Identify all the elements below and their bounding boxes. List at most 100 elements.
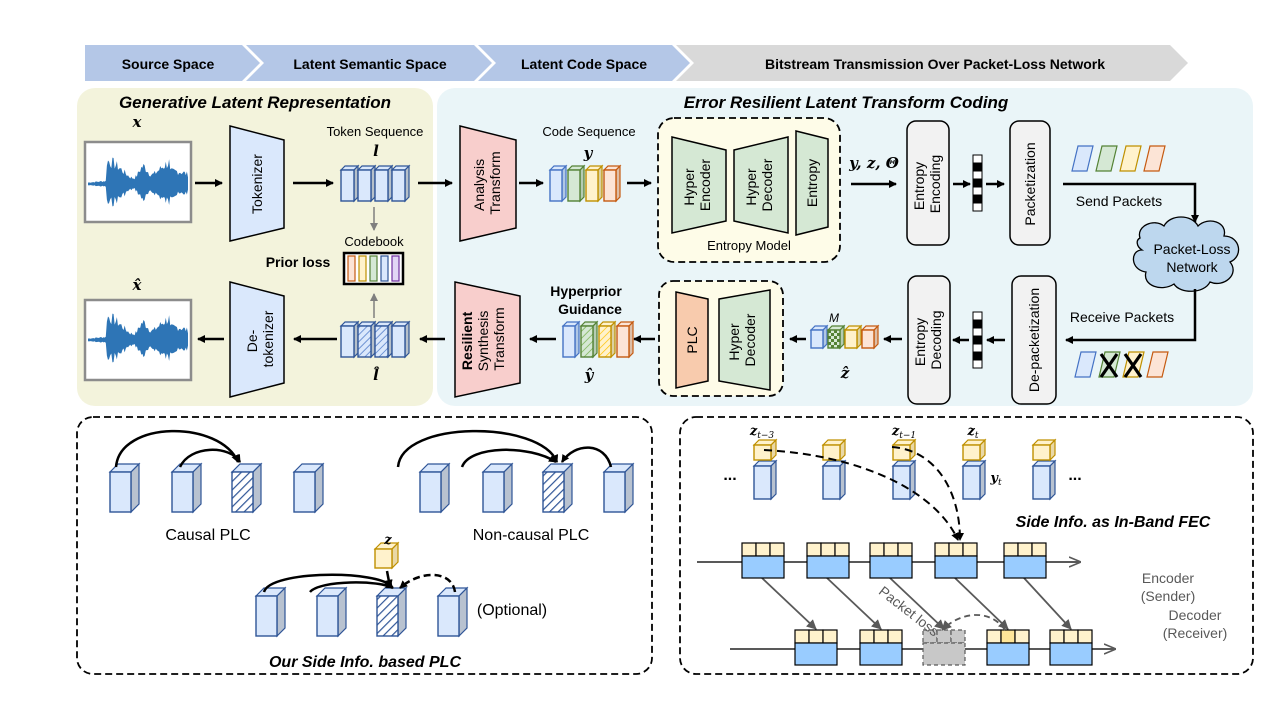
- latent-frame-z: [752, 438, 778, 462]
- packet: [869, 542, 913, 579]
- z-t-base: z: [966, 424, 975, 439]
- side-info-z-label: z: [383, 533, 392, 548]
- latent-frame-y: [1031, 459, 1057, 501]
- entropy-encoding-line1: Entropy: [911, 162, 927, 210]
- codebook-label: Codebook: [344, 234, 404, 249]
- transmission-arrow: [954, 577, 1009, 630]
- side-info-plc-title: Our Side Info. based PLC: [269, 654, 461, 671]
- hyper-decoder-bottom-line2: Decoder: [742, 313, 758, 366]
- receiver-label: (Receiver): [1163, 625, 1228, 641]
- z-t3-label: zt−3: [749, 424, 775, 441]
- prior-loss-label: Prior loss: [266, 254, 331, 270]
- entropy-decoding-block: [907, 275, 951, 405]
- token-cube: [356, 164, 377, 203]
- sender-label: (Sender): [1141, 588, 1195, 604]
- plc-cube: [108, 462, 141, 514]
- bit-cell: [972, 359, 983, 369]
- synthesis-line1: Synthesis: [475, 311, 491, 372]
- received-packets: [1074, 351, 1169, 378]
- plc-cube: [315, 586, 348, 638]
- stage-source-space: [85, 45, 260, 81]
- receive-packets-line: [1065, 289, 1197, 344]
- bit-cell: [972, 327, 983, 337]
- detokenizer-label: De- tokenizer: [244, 310, 276, 367]
- packet: [741, 542, 785, 579]
- bit-cell: [972, 335, 983, 345]
- bit-cell: [972, 154, 983, 164]
- bit-cell: [972, 202, 983, 212]
- token-cube: [339, 164, 360, 203]
- decoder-label: Decoder: [1169, 607, 1222, 623]
- token-cube: [339, 320, 360, 359]
- transmission-arrow: [1023, 577, 1072, 630]
- x-label: x: [132, 113, 143, 131]
- tokenizer-block: [229, 125, 285, 242]
- packetization-label: Packetization: [1022, 142, 1038, 225]
- latent-frame-z: [961, 438, 987, 462]
- sideinfo-arc-short: [309, 580, 394, 593]
- code-sequence-label: Code Sequence: [542, 124, 635, 139]
- token-sequence-label: Token Sequence: [327, 124, 424, 139]
- y-hat-cube: [615, 320, 635, 359]
- causal-arc-short: [178, 448, 242, 468]
- yz-theta-label: y, z, Θ: [848, 154, 899, 172]
- z-t1-base: z: [891, 424, 900, 439]
- l-label: l: [373, 142, 379, 160]
- tokenizer-label: Tokenizer: [249, 154, 265, 214]
- z-hat-cube-masked: [826, 324, 846, 350]
- fec-title: Side Info. as In-Band FEC: [1016, 514, 1211, 531]
- bit-cell: [972, 162, 983, 172]
- ellipsis-left: ...: [723, 467, 736, 484]
- z-hat-label: ẑ: [840, 364, 850, 382]
- y-hat-cube: [561, 320, 581, 359]
- hyper-decoder-label-top: Hyper Decoder: [743, 158, 775, 211]
- packet: [934, 542, 978, 579]
- plc-block: [675, 291, 709, 389]
- synthesis-transform-label: Resilient Synthesis Transform: [459, 307, 507, 372]
- network-line1: Packet-Loss: [1153, 241, 1230, 257]
- hyper-decoder-bottom-line1: Hyper: [726, 323, 742, 361]
- sideinfo-arc-optional: [399, 573, 457, 593]
- plc-cube: [602, 462, 635, 514]
- stage-banner: Source Space Latent Semantic Space Laten…: [85, 45, 1188, 81]
- packet: [794, 629, 838, 666]
- lost-packet: [922, 629, 966, 666]
- optional-label: (Optional): [477, 602, 547, 619]
- token-cube: [373, 164, 394, 203]
- z-t1-sub: t−1: [899, 431, 916, 441]
- receive-packets-label: Receive Packets: [1070, 309, 1174, 325]
- fec-dashed-arc-t1: [891, 446, 964, 541]
- analysis-line1: Analysis: [471, 159, 487, 211]
- entropy-encoding-label: Entropy Encoding: [911, 155, 943, 213]
- plc-label: PLC: [684, 326, 700, 353]
- packet: [1074, 351, 1097, 378]
- plc-cube: [436, 586, 469, 638]
- bit-cell: [972, 319, 983, 329]
- x-hat-label: x̂: [132, 276, 143, 294]
- plc-cube: [481, 462, 514, 514]
- bit-cell: [972, 343, 983, 353]
- hyper-decoder-block-bottom: [718, 289, 771, 391]
- packet: [1119, 145, 1142, 172]
- plc-cube: [292, 462, 325, 514]
- z-hat-cube: [860, 324, 880, 350]
- latent-frame-z: [891, 438, 917, 462]
- packet: [859, 629, 903, 666]
- packet-lost-x-icon: [1123, 353, 1143, 378]
- depacketization-block: [1011, 275, 1057, 405]
- m-label: M: [829, 311, 839, 325]
- code-cube: [548, 164, 568, 203]
- token-cube-lost: [356, 320, 377, 359]
- bit-cell: [972, 351, 983, 361]
- entropy-label: Entropy: [804, 159, 820, 207]
- fec-dashed-arc-t3: [763, 449, 959, 541]
- transmission-arrow: [889, 577, 945, 630]
- z-t3-base: z: [749, 424, 758, 439]
- code-cube: [584, 164, 604, 203]
- entropy-encoding-block: [906, 120, 950, 246]
- latent-frame-y: [961, 459, 987, 501]
- generative-panel-title: Generative Latent Representation: [119, 93, 391, 112]
- plc-cube-lost: [230, 462, 263, 514]
- codebook: [342, 251, 405, 286]
- transmission-arrow: [826, 577, 882, 630]
